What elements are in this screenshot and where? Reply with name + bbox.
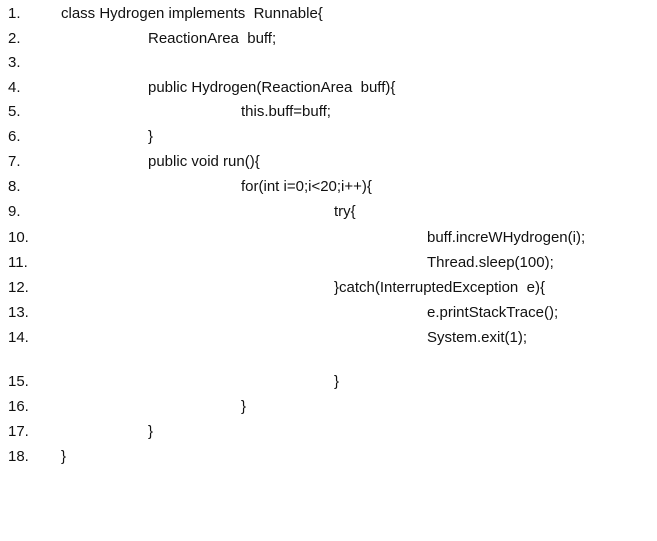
code-line: 5. this.buff=buff; [0,100,657,124]
code-text: public void run(){ [148,153,260,170]
code-line: 13. e.printStackTrace(); [0,301,657,325]
line-number: 6. [8,128,21,145]
line-number: 7. [8,153,21,170]
line-number: 4. [8,79,21,96]
code-text: } [148,128,154,145]
code-text: } [61,448,67,465]
code-line: 4. public Hydrogen(ReactionArea buff){ [0,76,657,100]
code-text: class Hydrogen implements Runnable{ [61,5,323,22]
code-line: 6. } [0,125,657,149]
code-line: 8. for(int i=0;i<20;i++){ [0,175,657,199]
code-line: 3. [0,51,657,75]
code-text: this.buff=buff; [241,103,331,120]
code-listing: 1. class Hydrogen implements Runnable{ 2… [0,2,657,469]
code-text: } [148,423,154,440]
line-number: 18. [8,448,29,465]
line-number: 3. [8,54,21,71]
code-line: 16. } [0,395,657,419]
line-number: 12. [8,279,29,296]
code-line: 7. public void run(){ [0,150,657,174]
code-text: ReactionArea buff; [148,30,277,47]
line-number: 16. [8,398,29,415]
code-line: 12. }catch(InterruptedException e){ [0,276,657,300]
code-text: Thread.sleep(100); [427,254,554,271]
line-number: 17. [8,423,29,440]
code-line: 2. ReactionArea buff; [0,27,657,51]
code-line: 14. System.exit(1); [0,326,657,350]
code-line: 17. } [0,420,657,444]
code-line: 11. Thread.sleep(100); [0,251,657,275]
code-text: public Hydrogen(ReactionArea buff){ [148,79,396,96]
code-line: 18. } [0,445,657,469]
code-line: 10. buff.increWHydrogen(i); [0,226,657,250]
code-text: } [334,373,340,390]
line-number: 11. [8,254,28,271]
code-line: 1. class Hydrogen implements Runnable{ [0,2,657,26]
line-number: 14. [8,329,29,346]
code-text: try{ [334,203,356,220]
code-text: buff.increWHydrogen(i); [427,229,586,246]
line-number: 1. [8,5,21,22]
line-number: 10. [8,229,29,246]
line-number: 9. [8,203,21,220]
code-text: for(int i=0;i<20;i++){ [241,178,372,195]
code-text: }catch(InterruptedException e){ [334,279,545,296]
line-number: 5. [8,103,21,120]
code-text: } [241,398,247,415]
line-number: 13. [8,304,29,321]
line-number: 15. [8,373,29,390]
line-number: 8. [8,178,21,195]
code-text: System.exit(1); [427,329,528,346]
line-number: 2. [8,30,21,47]
code-text: e.printStackTrace(); [427,304,559,321]
code-line: 9. try{ [0,200,657,224]
code-line: 15. } [0,370,657,394]
